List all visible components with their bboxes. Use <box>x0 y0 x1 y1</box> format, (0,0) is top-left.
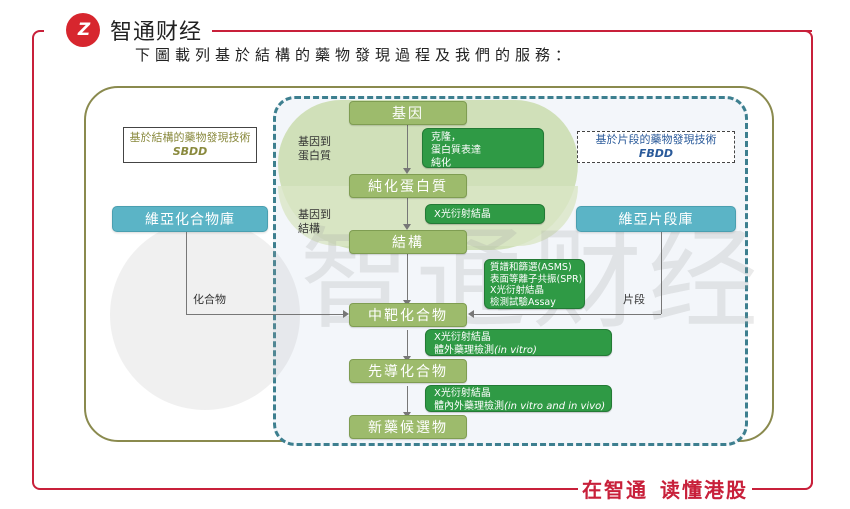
note-in-vitro: X光衍射結晶 體外藥理檢測(in vitro) <box>425 329 612 356</box>
connector-line <box>186 314 343 315</box>
note-screening-methods: 質譜和篩選(ASMS) 表面等離子共振(SPR) X光衍射結晶 檢測試驗Assa… <box>484 259 585 309</box>
phase-label-line: 基因到 <box>298 208 331 221</box>
fbdd-title-zh: 基於片段的藥物發現技術 <box>595 133 717 146</box>
note-line: 表面等離子共振(SPR) <box>490 273 583 285</box>
frame-bottom-border <box>32 420 813 490</box>
compound-library-box: 維亞化合物庫 <box>112 206 268 232</box>
step-purified-protein: 純化蛋白質 <box>349 174 467 198</box>
note-line: 蛋白質表達 <box>431 145 481 156</box>
note-cloning-expression: 克隆， 蛋白質表達 純化 <box>422 128 544 169</box>
connector-line <box>474 314 661 315</box>
step-lead-compound: 先導化合物 <box>349 359 467 383</box>
frame-corner <box>32 30 44 42</box>
connector-line <box>407 254 408 302</box>
fbdd-title-box: 基於片段的藥物發現技術 FBDD <box>577 131 735 163</box>
connector-line <box>407 386 408 414</box>
connector-line <box>186 232 187 314</box>
connector-line <box>407 125 408 170</box>
frame-top-border <box>212 30 812 32</box>
phase-label-gene-to-protein: 基因到 蛋白質 <box>298 135 331 163</box>
brand-slogan: 在智通读懂港股 <box>578 474 752 503</box>
note-in-vivo: X光衍射結晶 體內外藥理檢測(in vitro and in vivo) <box>425 385 612 412</box>
arrow-down-icon <box>403 224 411 230</box>
note-line: X光衍射結晶 <box>490 285 545 296</box>
note-line: 體內外藥理檢測(in vitro and in vivo) <box>434 400 606 413</box>
fbdd-title-en: FBDD <box>638 147 674 160</box>
connector-line <box>407 198 408 226</box>
note-xray-crystallography: X光衍射結晶 <box>425 204 545 224</box>
frame-right-border <box>800 30 813 490</box>
phase-label-gene-to-structure: 基因到 結構 <box>298 208 331 236</box>
note-line: 檢測試驗Assay <box>490 296 556 308</box>
note-line: X光衍射結晶 <box>434 209 491 220</box>
step-hit-compound: 中靶化合物 <box>349 303 467 327</box>
slogan-part-2: 读懂港股 <box>660 478 748 502</box>
brand-name: 智通财经 <box>110 20 203 45</box>
note-line: 體外藥理檢測(in vitro) <box>434 344 603 357</box>
frame-left-border <box>32 40 34 457</box>
arrow-left-icon <box>468 310 474 318</box>
connector-line <box>661 232 662 314</box>
compound-label: 化合物 <box>193 293 226 306</box>
fragment-library-box: 維亞片段庫 <box>576 206 736 232</box>
slogan-part-1: 在智通 <box>582 478 648 502</box>
phase-label-line: 結構 <box>298 222 320 235</box>
note-text-en: (in vitro) <box>494 345 537 356</box>
step-structure: 結構 <box>349 230 467 254</box>
arrow-right-icon <box>343 310 349 318</box>
sbdd-title-zh: 基於結構的藥物發現技術 <box>129 131 251 144</box>
logo-mark-icon: Z <box>66 13 100 47</box>
arrow-down-icon <box>403 168 411 174</box>
diagram-caption: 下圖載列基於結構的藥物發現過程及我們的服務： <box>135 46 576 64</box>
step-drug-candidate: 新藥候選物 <box>349 415 467 439</box>
connector-line <box>407 330 408 358</box>
note-line: 克隆， <box>431 132 461 143</box>
note-text-zh: 體內外藥理檢測 <box>434 401 504 412</box>
note-text-zh: 體外藥理檢測 <box>434 345 494 356</box>
step-gene: 基因 <box>349 101 467 125</box>
note-line: 質譜和篩選(ASMS) <box>490 262 572 273</box>
sbdd-title-en: SBDD <box>172 145 208 158</box>
phase-label-line: 蛋白質 <box>298 149 331 162</box>
sbdd-title-box: 基於結構的藥物發現技術 SBDD <box>123 127 257 163</box>
note-text-en: (in vitro and in vivo) <box>504 401 606 412</box>
note-line: 純化 <box>431 158 451 169</box>
phase-label-line: 基因到 <box>298 135 331 148</box>
brand-logo: Z 智通财经 <box>66 13 211 47</box>
note-line: X光衍射結晶 <box>434 388 491 399</box>
note-line: X光衍射結晶 <box>434 332 491 343</box>
fragment-label: 片段 <box>623 293 645 306</box>
